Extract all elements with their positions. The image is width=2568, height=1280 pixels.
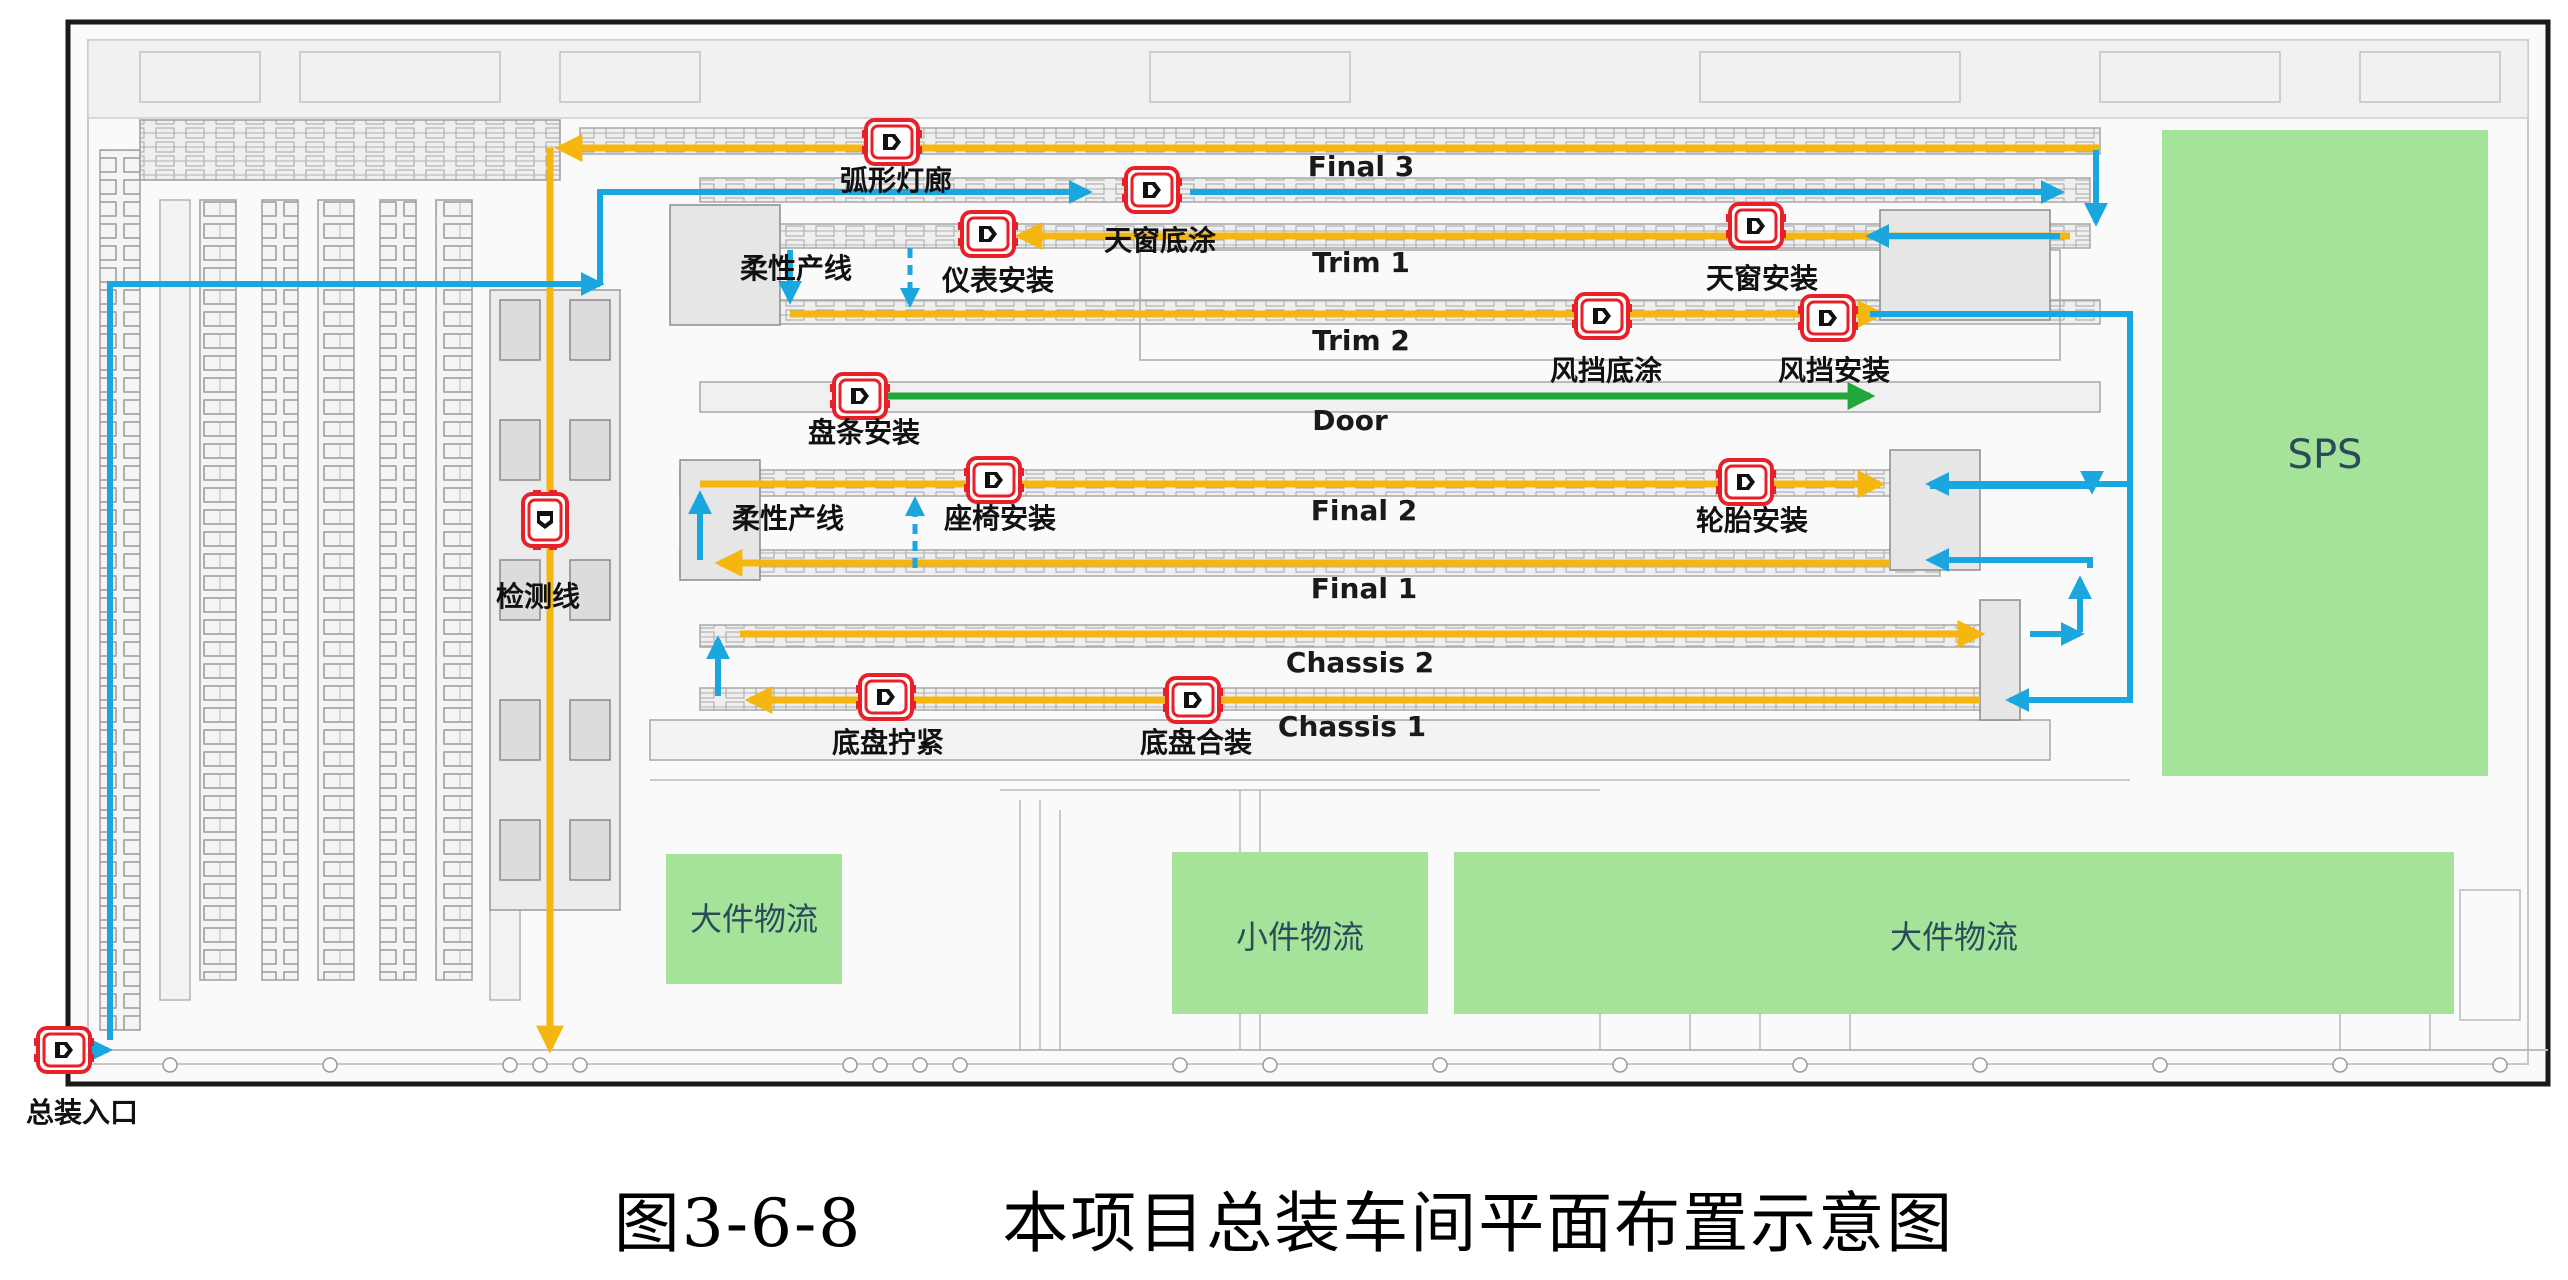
station-flex-line-mid: 柔性产线	[732, 502, 844, 535]
station-flex-line-top: 柔性产线	[740, 252, 852, 285]
sps-label: SPS	[2288, 432, 2363, 478]
line-label-chassis1: Chassis 1	[1278, 710, 1426, 743]
station-windshield-install: 风挡安装	[1778, 354, 1890, 387]
sps-area	[2162, 130, 2488, 776]
line-label-chassis2: Chassis 2	[1286, 646, 1434, 679]
figure-title: 本项目总装车间平面布置示意图	[1002, 1185, 1955, 1262]
figure-caption: 图3-6-8 本项目总装车间平面布置示意图	[0, 1170, 2568, 1266]
line-label-final2: Final 2	[1311, 494, 1417, 527]
station-chassis-marriage: 底盘合装	[1140, 726, 1252, 759]
transfer-flow-arrows	[70, 150, 2133, 1062]
small-parts-area	[1172, 852, 1428, 1014]
large-parts-right-area	[1454, 852, 2454, 1014]
station-arc-gallery: 弧形灯廊	[840, 164, 952, 197]
assembly-floor-plan: SPS 大件物流 小件物流 大件物流	[26, 19, 2551, 1129]
line-label-door: Door	[1312, 404, 1388, 437]
large-parts-left-label: 大件物流	[690, 900, 818, 938]
line-label-trim2: Trim 2	[1312, 324, 1410, 357]
station-entrance: 总装入口	[26, 1096, 138, 1129]
line-label-final1: Final 1	[1311, 572, 1417, 605]
column-markers	[162, 1057, 2508, 1073]
station-inspection-line: 检测线	[496, 580, 580, 613]
left-storage-racks	[99, 119, 561, 1031]
logistics-areas	[666, 130, 2488, 1014]
station-chassis-tighten: 底盘拧紧	[832, 726, 944, 759]
large-parts-right-label: 大件物流	[1890, 918, 2018, 956]
small-parts-label: 小件物流	[1236, 918, 1364, 956]
large-parts-left-area	[666, 854, 842, 984]
station-tire-install: 轮胎安装	[1696, 504, 1808, 537]
station-seat-install: 座椅安装	[944, 502, 1056, 535]
station-sunroof-install: 天窗安装	[1706, 262, 1818, 295]
line-label-final3: Final 3	[1308, 150, 1414, 183]
station-sunroof-seal: 天窗底涂	[1104, 224, 1216, 257]
station-instrument: 仪表安装	[941, 264, 1054, 297]
line-label-trim1: Trim 1	[1312, 246, 1410, 279]
figure-number: 图3-6-8	[613, 1185, 863, 1262]
station-windshield-seal: 风挡底涂	[1550, 354, 1662, 387]
station-panel-install: 盘条安装	[808, 416, 920, 449]
inspection-equipment	[489, 289, 621, 911]
